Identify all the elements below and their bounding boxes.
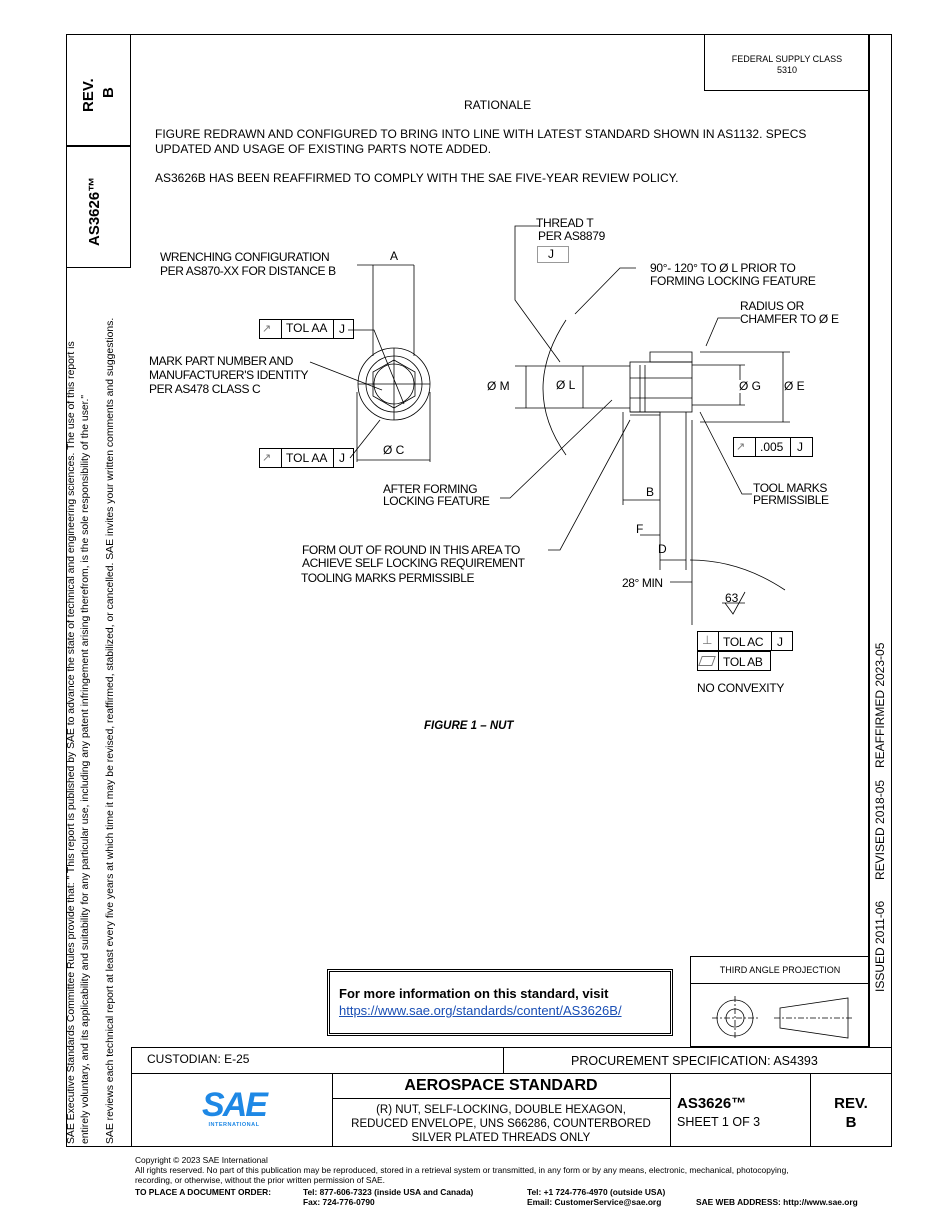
tol-aa-upper-label: TOL AA xyxy=(286,321,328,335)
rationale-para2: AS3626B HAS BEEN REAFFIRMED TO COMPLY WI… xyxy=(155,171,679,185)
standard-desc-3: SILVER PLATED THREADS ONLY xyxy=(411,1132,591,1144)
tol-ac-label: TOL AC xyxy=(723,635,764,649)
per-as8879-label: PER AS8879 xyxy=(538,229,606,243)
rationale-para1-line1: FIGURE REDRAWN AND CONFIGURED TO BRING I… xyxy=(155,127,807,141)
tool-marks-1: TOOL MARKS xyxy=(753,481,828,495)
dim-g-label: Ø G xyxy=(739,379,762,393)
title-rev-value: B xyxy=(845,1114,857,1131)
form-note-1: FORM OUT OF ROUND IN THIS AREA TO xyxy=(302,543,520,557)
projection-label: THIRD ANGLE PROJECTION xyxy=(719,965,841,975)
rationale-title: RATIONALE xyxy=(464,98,532,112)
standard-desc-1: (R) NUT, SELF-LOCKING, DOUBLE HEXAGON, xyxy=(376,1104,626,1116)
standard-title: AEROSPACE STANDARD xyxy=(404,1077,598,1094)
dim-c-label: Ø C xyxy=(383,443,405,457)
form-note-3: TOOLING MARKS PERMISSIBLE xyxy=(301,571,475,585)
perpendicularity-icon: ⊥ xyxy=(702,633,713,647)
angle-note-1: 90°- 120° TO Ø L PRIOR TO xyxy=(650,261,796,275)
tol-aa-lower-datum: J xyxy=(339,451,345,465)
footer-copyright: Copyright © 2023 SAE International xyxy=(135,1155,268,1165)
mark-note-3: PER AS478 CLASS C xyxy=(149,382,261,396)
tol-005-frame xyxy=(733,437,813,457)
standard-link[interactable]: https://www.sae.org/standards/content/AS… xyxy=(339,1003,622,1018)
mark-note-2: MANUFACTURER'S IDENTITY xyxy=(149,368,309,382)
tol-ab-label: TOL AB xyxy=(723,655,763,669)
tol-ac-frame xyxy=(697,631,793,651)
sae-logo-sub: INTERNATIONAL xyxy=(208,1122,260,1128)
footer-email: Email: CustomerService@sae.org xyxy=(527,1197,662,1207)
dim-f-label: F xyxy=(636,522,644,536)
projection-symbol xyxy=(712,996,854,1040)
tol-aa-lower-label: TOL AA xyxy=(286,451,328,465)
dim-e-label: Ø E xyxy=(784,379,805,393)
tol-ab-frame xyxy=(697,651,771,671)
footer-tel-usa: Tel: 877-606-7323 (inside USA and Canada… xyxy=(303,1187,474,1197)
datum-j-box-thread: J xyxy=(537,246,569,263)
title-block xyxy=(131,1047,892,1147)
mark-note-1: MARK PART NUMBER AND xyxy=(149,354,294,368)
runout-icon: ↗ xyxy=(262,323,272,335)
no-convexity-label: NO CONVEXITY xyxy=(697,681,785,695)
dim-m-label: Ø M xyxy=(487,379,510,393)
wrench-note-1: WRENCHING CONFIGURATION xyxy=(160,250,330,264)
figure-caption: FIGURE 1 – NUT xyxy=(424,720,514,732)
wrench-note-2: PER AS870-XX FOR DISTANCE B xyxy=(160,264,336,278)
tol-aa-upper-datum: J xyxy=(339,322,345,336)
tol-005-datum: J xyxy=(797,440,803,454)
datum-j-thread: J xyxy=(548,247,554,261)
after-forming-1: AFTER FORMING xyxy=(383,482,478,496)
finish-63-label: 63 xyxy=(725,591,739,605)
title-rev-label: REV. xyxy=(834,1095,868,1112)
dim-d-label: D xyxy=(658,542,667,556)
custodian: CUSTODIAN: E-25 xyxy=(147,1052,250,1066)
tol-aa-upper-frame xyxy=(259,319,354,339)
footer-rights-2: recording, or otherwise, without the pri… xyxy=(135,1175,385,1185)
runout-icon: ↗ xyxy=(736,441,746,453)
procurement-spec: PROCUREMENT SPECIFICATION: AS4393 xyxy=(571,1054,818,1068)
after-forming-2: LOCKING FEATURE xyxy=(383,494,490,508)
runout-icon: ↗ xyxy=(262,452,272,464)
info-heading: For more information on this standard, v… xyxy=(339,986,609,1001)
min-28-label: 28° MIN xyxy=(622,576,663,590)
footer-fax: Fax: 724-776-0790 xyxy=(303,1197,375,1207)
federal-supply-value: 5310 xyxy=(776,65,798,75)
standard-desc-2: REDUCED ENVELOPE, UNS S66286, COUNTERBOR… xyxy=(351,1118,651,1130)
radius-note-2: CHAMFER TO Ø E xyxy=(740,312,839,326)
angle-note-2: FORMING LOCKING FEATURE xyxy=(650,274,816,288)
sae-logo-text: SAE xyxy=(202,1086,268,1124)
sae-logo: SAE INTERNATIONAL xyxy=(201,1086,268,1134)
radius-note-1: RADIUS OR xyxy=(740,299,804,313)
dim-a-label: A xyxy=(390,249,399,263)
info-box xyxy=(327,969,673,1036)
right-strip-divider xyxy=(868,34,870,1047)
federal-supply-box xyxy=(704,34,870,91)
tol-aa-lower-frame xyxy=(259,448,354,468)
rev-stamp-box xyxy=(66,34,131,146)
footer-tel-outside: Tel: +1 724-776-4970 (outside USA) xyxy=(527,1187,666,1197)
federal-supply-label: FEDERAL SUPPLY CLASS xyxy=(731,54,843,64)
rationale-para1-line2: UPDATED AND USAGE OF EXISTING PARTS NOTE… xyxy=(155,142,492,156)
tool-marks-2: PERMISSIBLE xyxy=(753,493,829,507)
form-note-2: ACHIEVE SELF LOCKING REQUIREMENT xyxy=(302,556,525,570)
footer-order-label: TO PLACE A DOCUMENT ORDER: xyxy=(135,1187,272,1197)
sheet-number: SHEET 1 OF 3 xyxy=(677,1115,761,1129)
projection-box xyxy=(690,956,870,1047)
tol-005-value: .005 xyxy=(760,440,784,454)
docid-stamp-box xyxy=(66,146,131,268)
dim-b-label: B xyxy=(646,485,655,499)
doc-number: AS3626™ xyxy=(677,1095,747,1112)
footer-rights-1: All rights reserved. No part of this pub… xyxy=(135,1165,789,1175)
thread-t-label: THREAD T xyxy=(536,216,594,230)
tol-ac-datum: J xyxy=(777,635,783,649)
dim-l-label: Ø L xyxy=(556,378,576,392)
footer-web: SAE WEB ADDRESS: http://www.sae.org xyxy=(696,1197,858,1207)
